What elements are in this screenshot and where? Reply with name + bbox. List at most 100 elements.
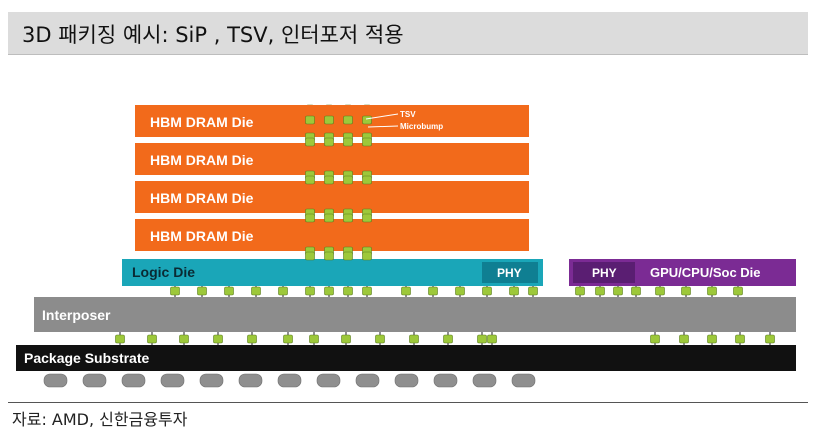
interposer-microbump <box>509 286 519 296</box>
package-substrate-label: Package Substrate <box>24 350 149 366</box>
hbm-die-3 <box>135 181 529 213</box>
source-note: 자료: AMD, 신한금융투자 <box>12 410 188 429</box>
microbump <box>362 137 372 147</box>
c4-bump <box>409 334 419 344</box>
package-substrate <box>16 345 796 371</box>
interposer-microbump <box>655 286 665 296</box>
solder-ball <box>121 373 146 388</box>
logic-phy-label: PHY <box>497 266 522 280</box>
c4-bump <box>147 334 157 344</box>
microbump-callout-line <box>367 125 399 128</box>
interposer-microbump <box>681 286 691 296</box>
tsv-callout-line <box>365 113 399 120</box>
interposer-microbump <box>595 286 605 296</box>
microbump <box>362 213 372 223</box>
c4-bump <box>309 334 319 344</box>
interposer-microbump <box>482 286 492 296</box>
solder-ball <box>277 373 302 388</box>
tsv-top-bump <box>362 115 372 125</box>
c4-bump <box>179 334 189 344</box>
interposer-microbump <box>428 286 438 296</box>
c4-bump <box>487 334 497 344</box>
c4-bump <box>650 334 660 344</box>
c4-bump <box>443 334 453 344</box>
solder-ball <box>355 373 380 388</box>
solder-ball <box>433 373 458 388</box>
c4-bump <box>735 334 745 344</box>
gpu-die-label: GPU/CPU/Soc Die <box>650 265 761 280</box>
interposer-microbump <box>224 286 234 296</box>
interposer-microbump <box>528 286 538 296</box>
microbump <box>343 213 353 223</box>
solder-ball <box>238 373 263 388</box>
solder-ball <box>472 373 497 388</box>
c4-bump <box>115 334 125 344</box>
microbump <box>362 175 372 185</box>
hbm-die-1-label: HBM DRAM Die <box>150 114 254 130</box>
logic-phy-block <box>482 262 538 283</box>
interposer-microbump <box>707 286 717 296</box>
c4-bump <box>375 334 385 344</box>
hbm-die-2 <box>135 143 529 175</box>
tsv-top-bump <box>343 115 353 125</box>
gpu-phy-label: PHY <box>592 266 617 280</box>
interposer-microbump <box>251 286 261 296</box>
microbump <box>305 213 315 223</box>
source-divider <box>8 402 808 403</box>
interposer-label: Interposer <box>42 307 111 323</box>
c4-bump <box>679 334 689 344</box>
hbm-die-3-label: HBM DRAM Die <box>150 190 254 206</box>
bump-layer <box>43 115 775 388</box>
microbump <box>324 213 334 223</box>
hbm-die-4 <box>135 219 529 251</box>
hbm-die-4-label: HBM DRAM Die <box>150 228 254 244</box>
solder-ball <box>316 373 341 388</box>
interposer-microbump <box>197 286 207 296</box>
hbm-die-2-label: HBM DRAM Die <box>150 152 254 168</box>
solder-ball <box>199 373 224 388</box>
interposer-microbump <box>170 286 180 296</box>
interposer-microbump <box>305 286 315 296</box>
solder-ball <box>160 373 185 388</box>
gpu-phy-block <box>573 262 635 283</box>
microbump <box>324 251 334 261</box>
interposer-microbump <box>278 286 288 296</box>
microbump <box>305 251 315 261</box>
microbump <box>343 137 353 147</box>
logic-die <box>122 259 543 286</box>
interposer-microbump <box>455 286 465 296</box>
solder-ball <box>394 373 419 388</box>
microbump <box>305 137 315 147</box>
tsv-top-bump <box>305 115 315 125</box>
logic-die-label: Logic Die <box>132 264 195 280</box>
interposer-microbump <box>401 286 411 296</box>
c4-bump <box>213 334 223 344</box>
interposer-microbump <box>362 286 372 296</box>
interposer <box>34 297 796 332</box>
microbump-label: Microbump <box>400 122 443 131</box>
c4-bump <box>283 334 293 344</box>
microbump <box>305 175 315 185</box>
solder-ball <box>82 373 107 388</box>
title-divider <box>8 54 808 55</box>
interposer-microbump <box>733 286 743 296</box>
solder-ball <box>43 373 68 388</box>
solder-ball <box>511 373 536 388</box>
tsv-label: TSV <box>400 110 416 119</box>
page-title: 3D 패키징 예시: SiP , TSV, 인터포저 적용 <box>22 23 404 47</box>
c4-bump <box>341 334 351 344</box>
c4-bump <box>707 334 717 344</box>
c4-bump <box>765 334 775 344</box>
interposer-microbump <box>613 286 623 296</box>
c4-bump <box>477 334 487 344</box>
interposer-microbump <box>343 286 353 296</box>
interposer-microbump <box>575 286 585 296</box>
title-bar: 3D 패키징 예시: SiP , TSV, 인터포저 적용 <box>8 12 808 54</box>
microbump <box>343 175 353 185</box>
microbump <box>362 251 372 261</box>
tsv-top-bump <box>324 115 334 125</box>
microbump <box>324 137 334 147</box>
c4-bump <box>247 334 257 344</box>
microbump <box>343 251 353 261</box>
